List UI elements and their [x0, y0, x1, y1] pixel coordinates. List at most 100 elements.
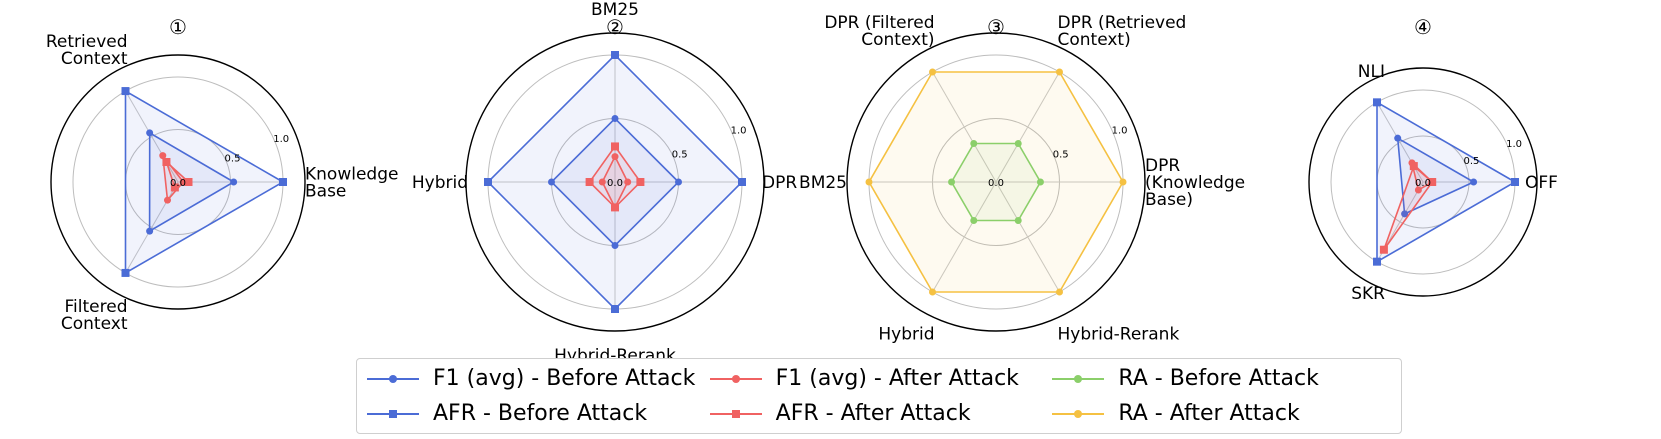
outer-frame: [465, 32, 765, 332]
legend-square-marker-icon: [367, 409, 419, 418]
axis-label: Hybrid-Rerank: [1058, 325, 1180, 345]
legend: F1 (avg) - Before Attack F1 (avg) - After…: [356, 358, 1402, 434]
data-point-square: [121, 87, 130, 96]
ring-label: 1.0: [1112, 126, 1128, 137]
panel-title: ②: [606, 15, 624, 39]
legend-label: F1 (avg) - Before Attack: [433, 366, 696, 391]
ring-label: 1.0: [1506, 139, 1522, 150]
legend-circle-marker-icon: [709, 374, 762, 383]
data-point-square: [611, 305, 619, 313]
series-polygon-0: [1396, 136, 1476, 216]
data-point-circle: [1014, 216, 1022, 224]
data-point-square: [611, 142, 619, 151]
series-polygon-1: [1376, 100, 1517, 264]
axis-label: Hybrid: [412, 173, 468, 193]
data-point-square: [170, 183, 179, 192]
axis-spoke: [125, 90, 179, 183]
data-point-square: [1373, 98, 1381, 107]
data-point-square: [1511, 178, 1519, 186]
data-point-square: [611, 51, 619, 59]
axis-label: SKR: [1351, 284, 1385, 304]
ring-label: 0.0: [1415, 178, 1431, 189]
ring-label: 0.5: [1464, 156, 1480, 167]
data-point-square: [1379, 245, 1388, 254]
data-point-square: [184, 178, 193, 186]
legend-label: RA - After Attack: [1118, 401, 1300, 426]
data-point-square: [1428, 178, 1437, 186]
outer-frame: [50, 54, 306, 310]
legend-item: F1 (avg) - Before Attack: [365, 366, 708, 391]
legend-item: AFR - After Attack: [708, 401, 1051, 426]
legend-item: F1 (avg) - After Attack: [708, 366, 1051, 391]
legend-item: RA - After Attack: [1050, 401, 1393, 426]
data-point-square: [585, 178, 594, 186]
legend-circle-marker-icon: [1052, 409, 1105, 418]
data-point-square: [162, 157, 171, 166]
legend-item: AFR - Before Attack: [365, 401, 708, 426]
axis-spoke: [995, 71, 1060, 183]
data-point-square: [484, 178, 492, 186]
legend-square-marker-icon: [709, 409, 762, 418]
series-polygon-3: [1383, 164, 1434, 251]
data-point-circle: [1470, 178, 1478, 186]
data-point-circle: [1056, 68, 1063, 76]
outer-frame: [1308, 67, 1538, 297]
data-point-circle: [1414, 186, 1422, 194]
ring-label: 0.5: [1053, 149, 1069, 160]
data-point-circle: [970, 216, 978, 224]
data-point-circle: [230, 178, 238, 186]
data-point-circle: [1014, 140, 1022, 148]
data-point-square: [1373, 257, 1381, 266]
legend-label: RA - Before Attack: [1118, 366, 1319, 391]
ring-label: 0.5: [672, 149, 688, 160]
panel-title: ③: [987, 15, 1005, 39]
data-point-circle: [865, 178, 873, 186]
ring-label: 1.0: [273, 134, 289, 145]
data-point-square: [121, 268, 130, 277]
data-point-circle: [1394, 134, 1402, 142]
data-point-circle: [611, 153, 619, 161]
ring-label: 0.0: [607, 178, 623, 189]
data-point-square: [279, 178, 287, 186]
axis-label: BM25: [591, 0, 639, 20]
data-point-circle: [1036, 178, 1044, 186]
data-point-circle: [611, 115, 619, 122]
axis-spoke: [932, 181, 997, 293]
data-point-circle: [1401, 210, 1409, 218]
ring-label: 0.0: [988, 178, 1004, 189]
legend-label: AFR - After Attack: [775, 401, 971, 426]
axis-spoke: [995, 181, 1060, 293]
axis-label: OFF: [1525, 173, 1558, 193]
legend-circle-marker-icon: [367, 374, 419, 383]
data-point-circle: [146, 129, 154, 137]
axis-spoke: [932, 71, 997, 183]
legend-label: F1 (avg) - After Attack: [775, 366, 1019, 391]
panel-title: ④: [1414, 15, 1432, 39]
legend-circle-marker-icon: [1052, 374, 1105, 383]
data-point-circle: [948, 178, 956, 186]
data-point-circle: [164, 196, 171, 204]
data-point-circle: [159, 152, 167, 160]
data-point-square: [611, 203, 619, 212]
data-point-circle: [929, 68, 936, 76]
series-polygon-1: [124, 89, 285, 275]
legend-item: RA - Before Attack: [1050, 366, 1393, 391]
data-point-circle: [1056, 288, 1063, 296]
axis-label: Hybrid: [878, 325, 934, 345]
data-point-square: [1409, 162, 1418, 171]
ring-label: 1.0: [731, 126, 747, 137]
axis-label: DPR: [762, 173, 797, 193]
data-point-circle: [548, 178, 555, 186]
data-point-square: [636, 178, 645, 186]
